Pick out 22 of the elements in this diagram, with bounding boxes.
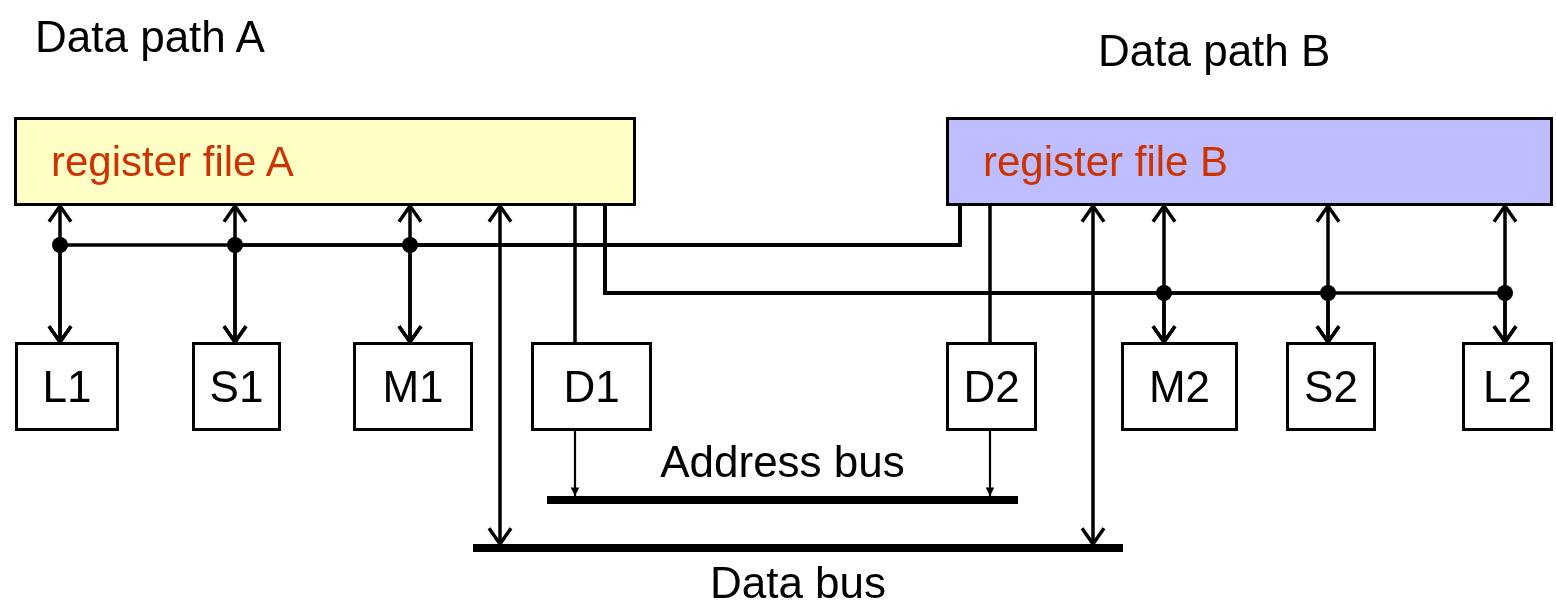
bus-label: Data bus (709, 561, 887, 605)
connector-line (988, 206, 992, 342)
arrow (570, 431, 580, 496)
functional-unit-box: S1 (192, 342, 281, 431)
arrow (487, 204, 513, 546)
arrow (985, 431, 995, 496)
arrow (1080, 204, 1106, 546)
functional-unit-box: D2 (946, 342, 1037, 431)
functional-unit-box: D1 (531, 342, 652, 431)
connector-line (573, 206, 577, 342)
register-file-box: register file B (946, 117, 1553, 206)
bus-label: Address bus (660, 440, 905, 484)
functional-unit-box: M1 (353, 342, 473, 431)
section-title: Data path B (1098, 26, 1331, 76)
functional-unit-box: S2 (1286, 342, 1376, 431)
arrow (603, 206, 1518, 344)
functional-unit-box: L2 (1462, 342, 1553, 431)
arrow (397, 206, 962, 344)
functional-unit-box: M2 (1121, 342, 1238, 431)
register-file-box: register file A (14, 117, 636, 206)
functional-unit-box: L1 (15, 342, 119, 431)
section-title: Data path A (35, 12, 265, 62)
